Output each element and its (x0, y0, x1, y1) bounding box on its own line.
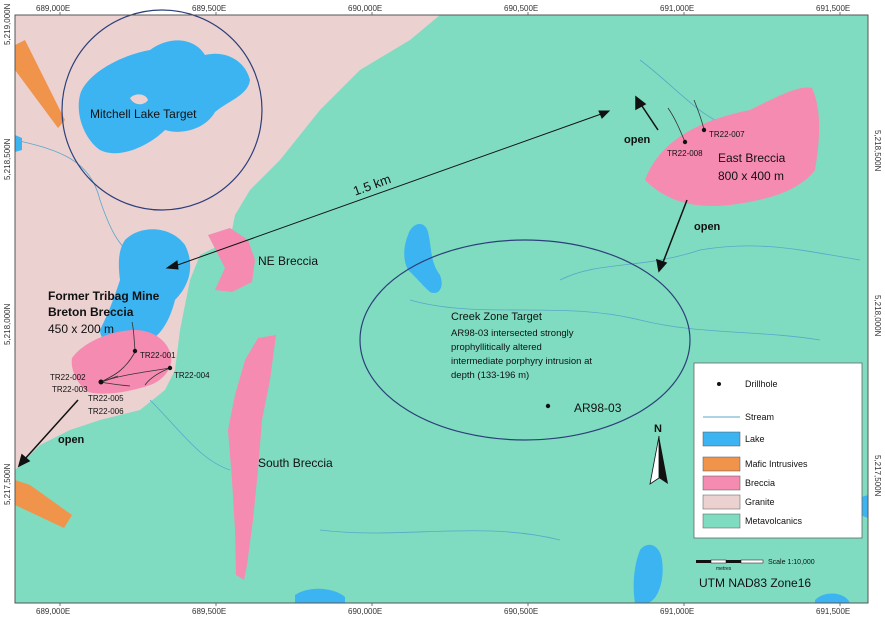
northing-tick-left-5218000: 5,218,000N (3, 303, 12, 345)
lake-bottom-center (295, 588, 345, 603)
legend-granite-label: Granite (745, 497, 775, 507)
legend-granite-swatch (702, 494, 741, 510)
mitchell-lake-target-label: Mitchell Lake Target (90, 107, 197, 121)
open-label-north: open (624, 134, 651, 146)
legend-mafic-swatch (702, 456, 741, 472)
south-breccia-label: South Breccia (258, 456, 333, 470)
northing-tick-left-5217500: 5,217,500N (3, 463, 12, 505)
drillhole-traces (100, 99, 705, 387)
east-breccia (645, 87, 820, 206)
creek-zone-line-3: intermediate porphyry intrusion at (451, 356, 592, 367)
breton-breccia (71, 330, 172, 394)
legend-mafic-label: Mafic Intrusives (745, 459, 808, 469)
map-frame (14, 14, 869, 604)
drillhole-label-tr22-008: TR22-008 (667, 149, 703, 158)
legend-lake-swatch (702, 431, 741, 447)
easting-tick-top-691500: 691,500E (816, 4, 850, 13)
legend-stream-label: Stream (745, 412, 774, 422)
legend-drillhole-label: Drillhole (745, 379, 778, 389)
northing-tick-left-top: 5,219,000N (3, 3, 12, 45)
ne-breccia (208, 228, 255, 292)
scale-bar: Scale 1:10,000 metres (696, 559, 815, 572)
lake-left-edge (15, 135, 22, 152)
creek-zone-line-4: depth (133-196 m) (451, 370, 529, 381)
lake-bottom-right (633, 544, 663, 603)
drillhole-label-tr22-006: TR22-006 (88, 407, 124, 416)
open-label-west: open (58, 434, 85, 446)
drillhole-tr22-007 (701, 127, 707, 133)
distance-arrow (165, 110, 611, 270)
former-mine-label: Former Tribag Mine (48, 289, 160, 303)
creek-zone-line-2: prophyllitically altered (451, 342, 542, 353)
scale-label: Scale 1:10,000 (768, 559, 815, 566)
utm-label: UTM NAD83 Zone16 (699, 576, 811, 590)
legend-lake-label: Lake (745, 434, 765, 444)
drillhole-tr22-004 (167, 365, 173, 371)
northing-tick-right-5217500: 5,217,500N (873, 455, 882, 497)
northing-tick-right-5218500: 5,218,500N (873, 130, 882, 172)
easting-tick-top-689000: 689,000E (36, 4, 70, 13)
north-arrow-label: N (654, 423, 662, 435)
creek-zone-line-1: AR98-03 intersected strongly (451, 328, 574, 339)
easting-tick-top-690000: 690,000E (348, 4, 382, 13)
drillhole-tr22-001 (132, 348, 138, 354)
tribag-lake (100, 229, 191, 347)
breton-breccia-size-label: 450 x 200 m (48, 322, 114, 336)
drillhole-label-tr22-003: TR22-003 (52, 385, 88, 394)
ar98-03-label: AR98-03 (574, 401, 622, 415)
open-label-east: open (694, 221, 721, 233)
drillhole-label-tr22-001: TR22-001 (140, 351, 176, 360)
easting-tick-bottom-691500: 691,500E (816, 607, 850, 616)
mitchell-lake-island (130, 94, 148, 105)
legend-breccia-swatch (702, 475, 741, 491)
legend-metavolcanics-label: Metavolcanics (745, 516, 803, 526)
northing-tick-left-5218500: 5,218,500N (3, 138, 12, 180)
lake-bottom-corner (815, 593, 850, 603)
grid-tick-marks (59, 12, 841, 606)
drillhole-label-tr22-002: TR22-002 (50, 373, 86, 382)
mitchell-lake (78, 40, 251, 154)
ne-breccia-label: NE Breccia (258, 254, 318, 268)
easting-tick-top-690500: 690,500E (504, 4, 538, 13)
easting-tick-bottom-691000: 691,000E (660, 607, 694, 616)
creek-zone-title: Creek Zone Target (451, 311, 542, 323)
legend-drillhole-swatch (717, 382, 721, 386)
drillhole-ar98-03 (545, 403, 551, 409)
drillhole-tr22-002 (98, 379, 104, 385)
north-arrow: N (649, 423, 668, 485)
legend: Drillhole Stream Lake Mafic Intrusives B… (693, 362, 863, 539)
northing-tick-right-5218000: 5,218,000N (873, 295, 882, 337)
easting-tick-bottom-690500: 690,500E (504, 607, 538, 616)
easting-ticks-top: 689,000E 689,500E 690,000E 690,500E 691,… (36, 4, 850, 13)
breton-breccia-label: Breton Breccia (48, 305, 134, 319)
easting-tick-top-691000: 691,000E (660, 4, 694, 13)
creek-lake (404, 224, 442, 294)
scale-unit: metres (716, 566, 732, 572)
mafic-intrusive-north (15, 40, 65, 128)
drillhole-label-tr22-005: TR22-005 (88, 394, 124, 403)
easting-ticks-bottom: 689,000E 689,500E 690,000E 690,500E 691,… (36, 607, 850, 616)
drillhole-label-tr22-004: TR22-004 (174, 371, 210, 380)
drillhole-tr22-008 (682, 139, 688, 145)
creek-zone-target-ellipse (359, 239, 691, 441)
east-breccia-size-label: 800 x 400 m (718, 169, 784, 183)
easting-tick-bottom-690000: 690,000E (348, 607, 382, 616)
drillhole-label-tr22-007: TR22-007 (709, 130, 745, 139)
east-breccia-label: East Breccia (718, 151, 786, 165)
easting-tick-bottom-689000: 689,000E (36, 607, 70, 616)
legend-metavolcanics-swatch (702, 513, 741, 529)
south-breccia (228, 335, 276, 580)
easting-tick-top-689500: 689,500E (192, 4, 226, 13)
open-arrows (17, 95, 688, 468)
drillholes (98, 127, 707, 409)
easting-tick-bottom-689500: 689,500E (192, 607, 226, 616)
legend-breccia-label: Breccia (745, 478, 775, 488)
mitchell-lake-target-circle (61, 9, 263, 211)
mafic-intrusive-south (15, 480, 72, 528)
